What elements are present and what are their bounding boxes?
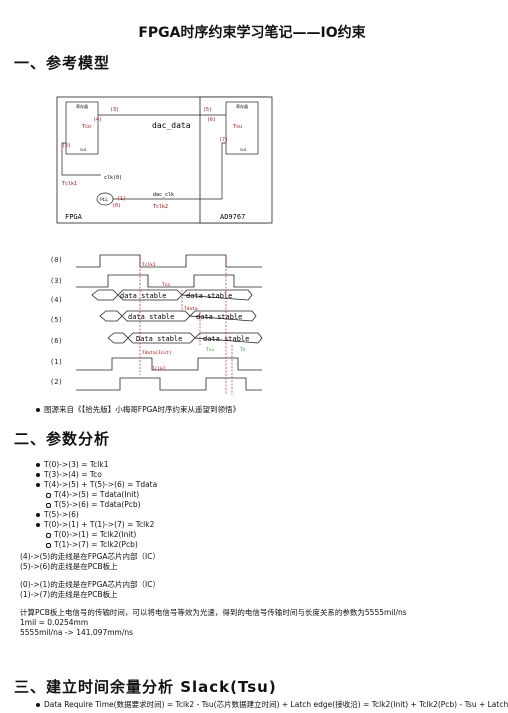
ad9767-label: AD9767 [220,213,245,221]
section-heading-params: 二、参数分析 [14,430,111,448]
pin-5: (5) [203,107,212,113]
clr-left: CLR [80,148,87,152]
right-register-title: 寄存器 [236,103,248,109]
data-stable-row4-b: data stable [186,292,232,300]
fpga-label: FPGA [65,213,83,221]
section-heading-slack: 三、建立时间余量分析 Slack(Tsu) [14,678,277,696]
timing-tclk2: Tclk2 [152,366,166,372]
row-label-1: (3) [50,277,63,285]
timing-tco: Tco [162,282,170,288]
clr-right: CLR [240,148,247,152]
row-label-2: (4) [50,296,63,304]
right-register [225,101,259,155]
tclk2-label: Tclk2 [153,204,168,210]
note-line: 1mil = 0.0254mm [20,618,89,627]
pin-7: (7) [219,137,228,143]
param-item: T(0)->(3) = Tclk1 [34,460,157,470]
param-sub-item: T(5)->(6) = Tdata(Pcb) [44,500,157,510]
data-stable-row5-b: data stable [196,313,242,321]
timing-tdinit: Tdata(Init) [142,350,172,356]
row-label-4: (6) [50,337,63,345]
data-stable-row6-a: Data stable [136,335,182,343]
note-line: (5)->(6)的走线是在PCB板上 [20,562,118,571]
source-note: 图源来自《【拾先版】小梅哥FPGA时序约束从遥望到领悟》 [34,405,240,415]
param-item: T(3)->(4) = Tco [34,470,157,480]
pll-label: PLL [100,197,108,203]
pin-2: (2) [62,143,71,149]
param-item: T(4)->(5) + T(5)->(6) = Tdata [34,480,157,490]
note-line: (1)->(7)的走线是在PCB板上 [20,590,118,599]
data-stable-row4-a: data stable [120,292,166,300]
tsu-label: Tsu [233,124,242,130]
pin-4: (4) [93,117,102,123]
left-register [65,101,99,155]
note-line: (0)->(1)的走线是在FPGA芯片内部（IC） [20,580,160,589]
dac-clk-label: dac_clk [153,192,174,198]
notes: (4)->(5)的走线是在FPGA芯片内部（IC） (5)->(6)的走线是在P… [20,552,407,638]
page-title: FPGA时序约束学习笔记——IO约束 [138,25,366,41]
section-heading-model: 一、参考模型 [14,54,111,72]
dac-data-label: dac_data [152,121,191,130]
param-sub-item: T(0)->(1) = Tclk2(Init) [44,530,157,540]
row-label-5: (1) [50,358,63,366]
row-label-6: (2) [50,378,63,386]
data-stable-row5-a: data stable [128,313,174,321]
param-sub-item: T(1)->(7) = Tclk2(Pcb) [44,540,157,550]
slack-item: Data Require Time(数据要求时间) = Tclk2 - Tsu(… [34,700,508,710]
timing-th: Th [240,347,246,353]
timing-diagram: (0) (3) (4) (5) (6) (1) (2) data stable [50,254,263,395]
pin-6: (6) [207,117,216,123]
param-item: T(0)->(1) + T(1)->(7) = Tclk2 [34,520,157,530]
param-sub-item: T(4)->(5) = Tdata(Init) [44,490,157,500]
note-line: 5555mil/na -> 141.097mm/ns [20,628,134,637]
row-label-3: (5) [50,316,63,324]
row-label-0: (0) [50,256,63,264]
timing-tsu: Tsu [206,347,214,353]
tco-label: Tco [82,124,91,130]
pin-1: (1) [117,196,126,202]
pin-0: (0) [112,203,121,209]
left-register-title: 寄存器 [76,103,88,109]
note-line: (4)->(5)的走线是在FPGA芯片内部（IC） [20,552,160,561]
param-list: T(0)->(3) = Tclk1 T(3)->(4) = Tco T(4)->… [34,460,157,550]
pin-3: (3) [110,107,119,113]
param-item: T(5)->(6) [34,510,157,520]
tclk1-label: Tclk1 [62,181,77,187]
clk0-label: clk(0) [104,175,122,181]
timing-tclk1: Tclk1 [142,262,156,268]
note-line: 计算PCB板上电信号的传输时间，可以将电信号等效为光速，得到的电信号传输时间与长… [20,608,407,617]
reference-model-diagram: 寄存器 Tco CLR 寄存器 Tsu CLR (3) (4) (5) (6) … [56,96,273,224]
timing-tdata: Tdata [184,306,198,312]
